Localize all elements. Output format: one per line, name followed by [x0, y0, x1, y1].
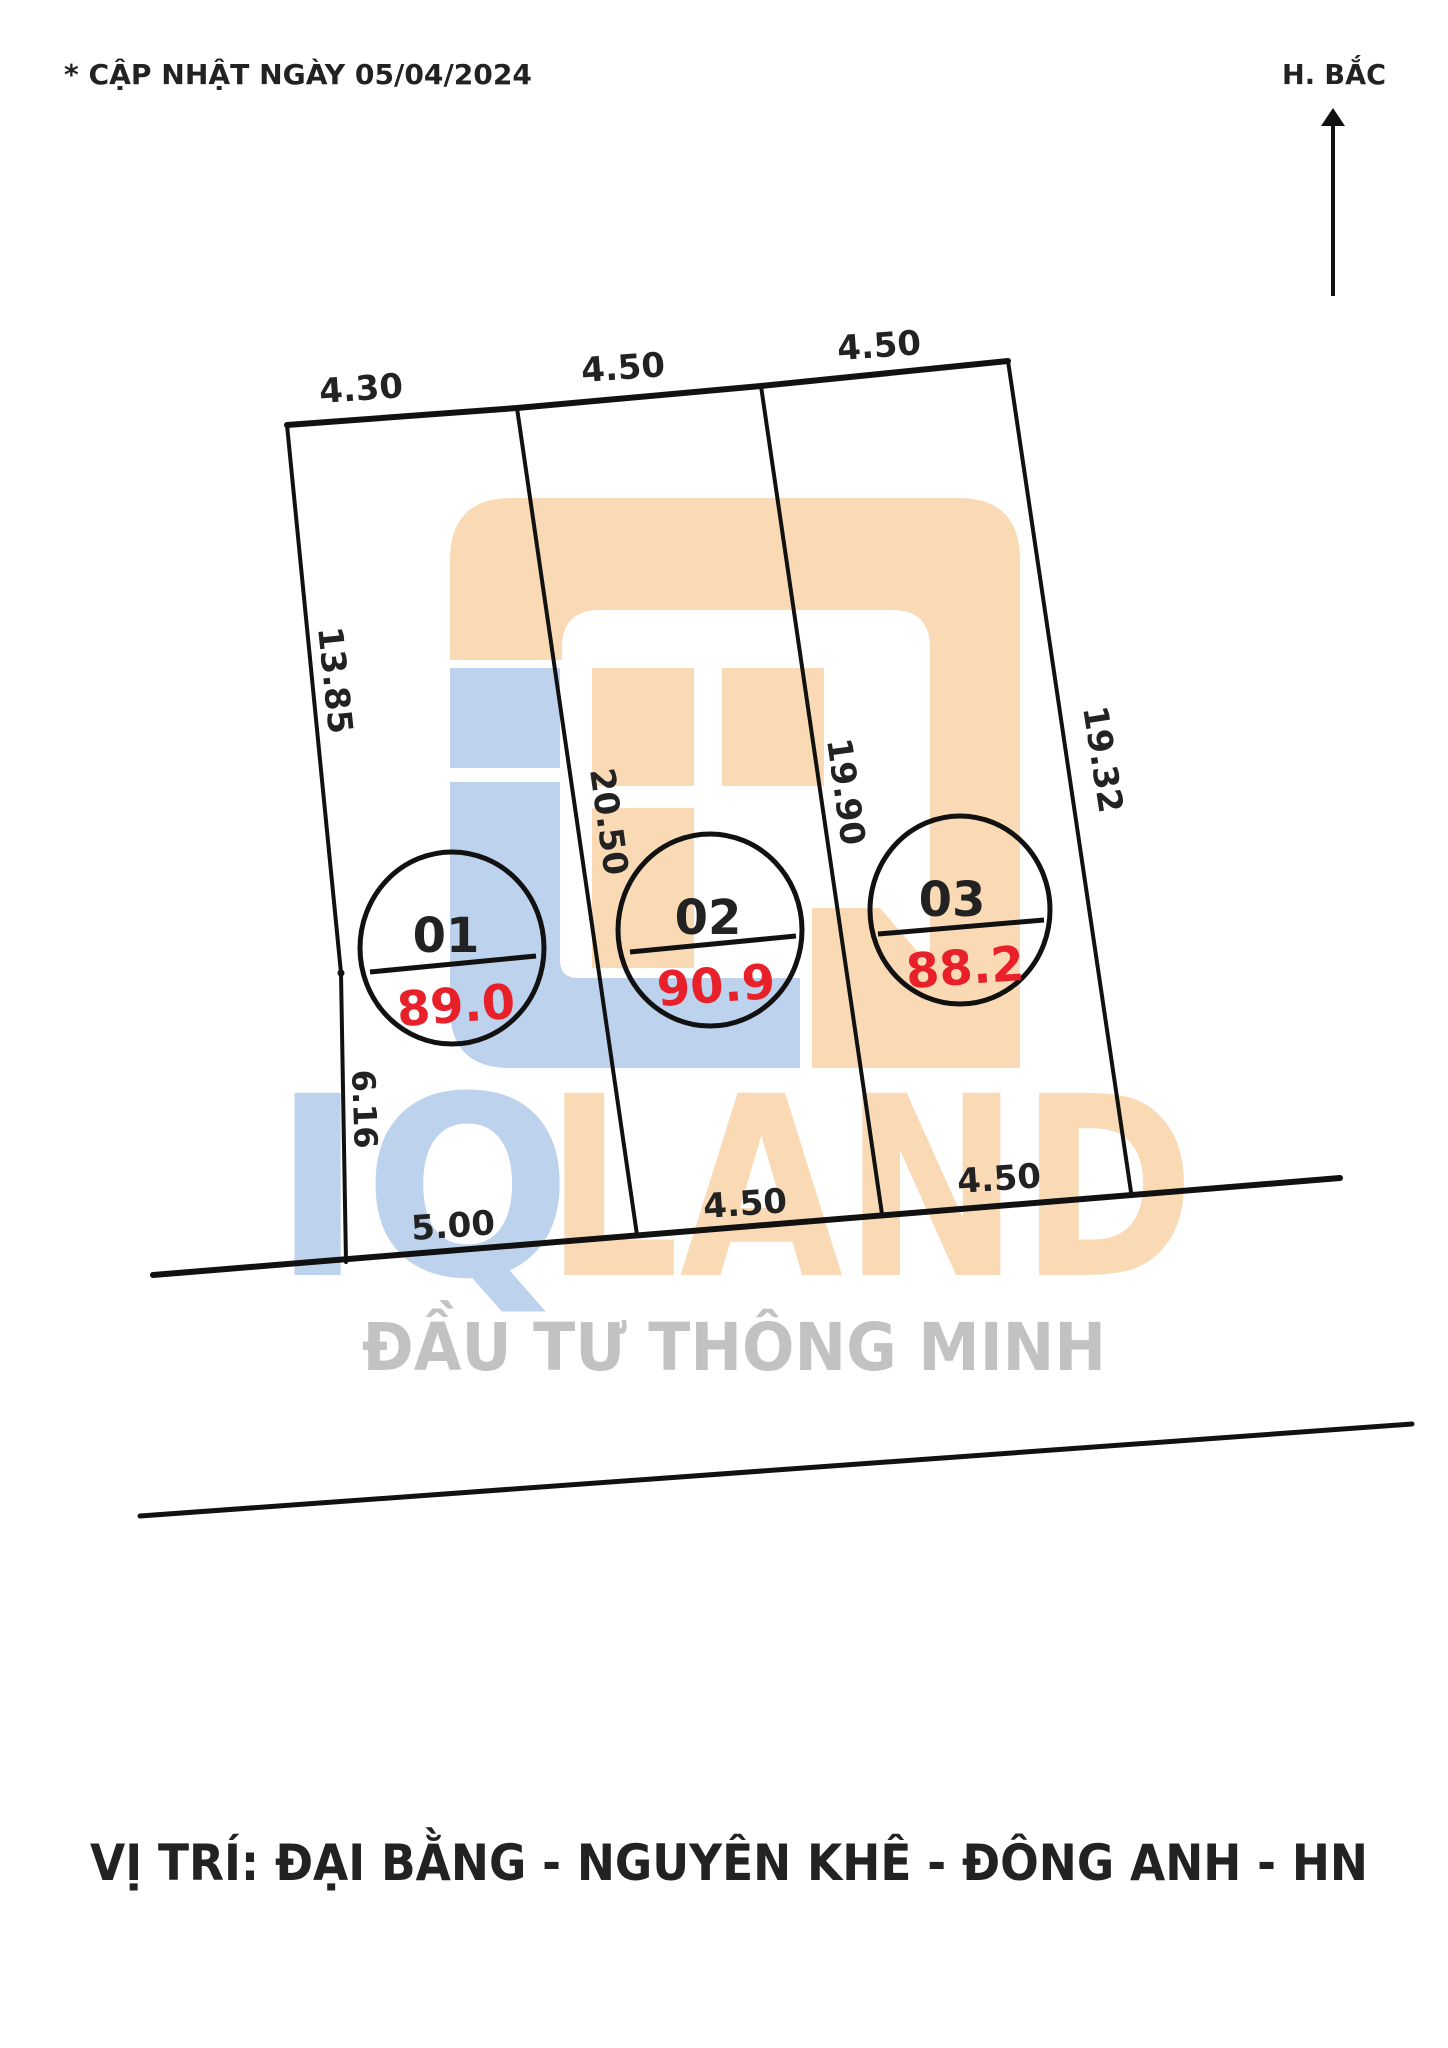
lot-01[interactable]: 01 89.0 — [357, 849, 547, 1047]
lot-01-divider — [369, 953, 537, 975]
lot-02-circle — [615, 831, 805, 1029]
watermark-slogan: ĐẦU TƯ THÔNG MINH — [362, 1300, 1106, 1386]
lot-02-id: 02 — [675, 890, 742, 946]
road-edge-far — [137, 1421, 1415, 1519]
lot-03-area: 88.2 — [904, 936, 1026, 1000]
lot-03-circle — [867, 813, 1053, 1007]
lot-01-area: 89.0 — [395, 974, 517, 1038]
north-label: H. BẮC — [1282, 54, 1386, 91]
watermark-iq: IQ — [272, 1043, 572, 1334]
right-boundary — [1006, 359, 1133, 1194]
divider-2 — [759, 384, 884, 1216]
north-arrow-icon — [1321, 108, 1345, 296]
lot-02-area: 90.9 — [655, 954, 777, 1018]
top-boundary — [284, 358, 1011, 428]
logo-orange-leg — [812, 908, 1018, 1068]
logo-blue-block-top — [450, 668, 560, 768]
parcel-lines — [137, 358, 1415, 1519]
dim-right: 19.32 — [1074, 703, 1130, 815]
logo-window-1 — [592, 668, 694, 786]
iqland-logo-watermark: IQ LAND ĐẦU TƯ THÔNG MINH — [272, 498, 1195, 1386]
dim-bottom-3: 4.50 — [956, 1156, 1042, 1202]
logo-window-3 — [592, 808, 694, 968]
dim-top-3: 4.50 — [836, 323, 922, 369]
update-note: * CẬP NHẬT NGÀY 05/04/2024 — [64, 57, 532, 91]
lot-02-divider — [629, 933, 797, 955]
dim-top-2: 4.50 — [580, 345, 666, 391]
watermark-land: LAND — [545, 1043, 1195, 1334]
lot-03[interactable]: 03 88.2 — [867, 813, 1053, 1007]
dim-bottom-1: 5.00 — [410, 1203, 496, 1249]
logo-window-2 — [722, 668, 824, 786]
divider-1 — [515, 406, 639, 1237]
dim-top-1: 4.30 — [318, 366, 404, 412]
lot-03-id: 03 — [919, 872, 986, 928]
location-caption: VỊ TRÍ: ĐẠI BẰNG - NGUYÊN KHÊ - ĐÔNG ANH… — [90, 1827, 1368, 1892]
lot-03-divider — [877, 917, 1045, 937]
lot-01-id: 01 — [413, 908, 480, 964]
dim-bottom-2: 4.50 — [702, 1181, 788, 1227]
dim-left-lower: 6.16 — [344, 1069, 385, 1149]
left-boundary-vertex — [337, 969, 345, 977]
logo-blue-block-bottom — [450, 782, 800, 1068]
dimension-labels: 4.30 4.50 4.50 13.85 6.16 20.50 19.90 19… — [309, 323, 1130, 1249]
road-edge-near — [150, 1175, 1343, 1278]
lot-01-circle — [357, 849, 547, 1047]
lot-02[interactable]: 02 90.9 — [615, 831, 805, 1029]
